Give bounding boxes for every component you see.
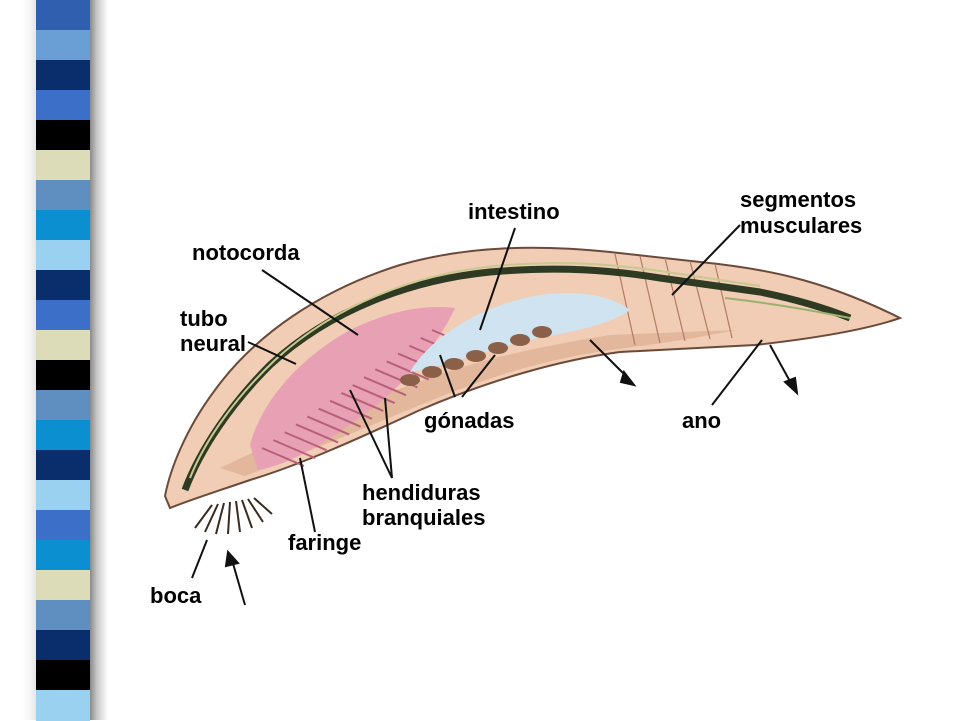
gill-slit (284, 431, 328, 452)
gill-slit (386, 360, 430, 381)
stripe-segment (36, 270, 90, 301)
stripe-segment (36, 540, 90, 571)
gill-slit (318, 407, 362, 428)
stripe-segment (36, 630, 90, 661)
gonads (400, 326, 552, 386)
gonad-lobe (400, 374, 420, 386)
gonad-lobe (422, 366, 442, 378)
stripe-segment (36, 480, 90, 511)
stripe-segment (36, 690, 90, 721)
gill-slit (306, 415, 350, 436)
label-tubo-line2: neural (180, 331, 246, 356)
label-boca: boca (150, 583, 202, 608)
gonad-lobe (466, 350, 486, 362)
gill-slit (352, 384, 396, 404)
label-hendiduras-line2: branquiales (362, 505, 485, 530)
gonad-lobe (444, 358, 464, 370)
stripe-segment (36, 120, 90, 151)
stripe-segment (36, 660, 90, 691)
stripe-bar-shadow (90, 0, 108, 720)
gill-slit (329, 399, 373, 420)
stripe-segment (36, 330, 90, 361)
stripe-segment (36, 210, 90, 241)
stripe-segment (36, 60, 90, 91)
gill-slit (272, 439, 316, 460)
stripe-segment (36, 510, 90, 541)
body-outline (163, 246, 903, 510)
gonad-lobe (488, 342, 508, 354)
stripe-segment (36, 360, 90, 391)
label-segmentos-line2: musculares (740, 213, 862, 238)
neural-tube (189, 262, 761, 479)
stripe-segment (36, 300, 90, 331)
label-segmentos-line1: segmentos (740, 187, 856, 212)
label-intestino: intestino (468, 199, 560, 224)
leader-lines (191, 224, 763, 579)
gill-slit (295, 423, 339, 444)
gill-slit (340, 392, 384, 412)
oral-cirri (194, 497, 273, 535)
stripe-segment (36, 600, 90, 631)
stripe-segment (36, 570, 90, 601)
label-faringe: faringe (288, 530, 361, 555)
label-notocorda: notocorda (192, 240, 300, 265)
stripe-segment (36, 180, 90, 211)
stripe-segment (36, 420, 90, 451)
stripe-segment (36, 240, 90, 271)
stripe-segment (36, 450, 90, 481)
gill-slit (363, 376, 407, 397)
stripe-segment (36, 150, 90, 181)
stripe-segment (36, 90, 90, 121)
gonad-lobe (532, 326, 552, 338)
stripe-segment (36, 390, 90, 421)
dorsal-fin (724, 297, 851, 319)
label-hendiduras-line1: hendiduras (362, 480, 481, 505)
label-ano: ano (682, 408, 721, 433)
intestine (410, 293, 630, 372)
label-gonadas: gónadas (424, 408, 514, 433)
gill-slit (261, 447, 305, 467)
label-tubo-line1: tubo (180, 306, 228, 331)
stripe-segment (36, 0, 90, 31)
stripe-segment (36, 30, 90, 61)
gonad-lobe (510, 334, 530, 346)
pharynx (250, 307, 455, 470)
water-flow-arrows (224, 339, 799, 606)
